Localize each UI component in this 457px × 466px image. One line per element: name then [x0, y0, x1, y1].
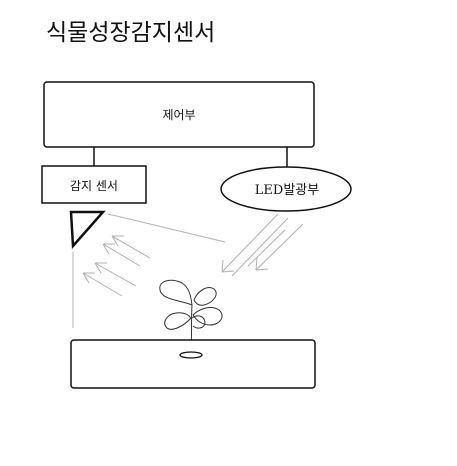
soil-block [70, 339, 316, 389]
led-block: LED발광부 [220, 166, 352, 212]
controller-box [43, 81, 315, 148]
ellipse-hole-icon [179, 351, 203, 359]
sensor-box [41, 165, 147, 204]
diagram-title: 식물성장감지센서 [46, 20, 215, 46]
ray-arrow-4-head-b [82, 272, 90, 284]
led-ellipse [220, 166, 352, 212]
ray-arrow-1-head-b [111, 235, 119, 247]
led-label: LED발광부 [255, 183, 319, 198]
ray-arrow-4 [82, 272, 123, 297]
led-ray-3-head-b [255, 268, 269, 271]
ray-top-line [107, 213, 226, 243]
emitted-light-rays [221, 213, 304, 277]
led-ray-1 [221, 213, 279, 273]
plant-leaf-upper-right [193, 287, 217, 306]
triangle-detector-icon [69, 210, 106, 250]
ray-arrow-2 [102, 243, 141, 267]
led-ray-1-head-a [221, 259, 224, 273]
controller-block: 제어부 [43, 81, 315, 148]
led-ray-2 [231, 217, 289, 277]
led-ray-3 [255, 223, 304, 271]
led-ray-3-head-a [255, 257, 258, 271]
ray-arrow-2-head-b [102, 243, 110, 255]
controller-label: 제어부 [162, 108, 195, 122]
plant-leaf-lower-right [192, 307, 223, 326]
sprout-icon [159, 279, 223, 353]
sensor-label: 감지 센서 [70, 179, 118, 193]
sensor-block: 감지 센서 [41, 165, 147, 204]
ray-arrow-1 [111, 235, 151, 259]
ray-arrow-3 [94, 262, 137, 287]
plant-leaf-upper-left [159, 279, 193, 306]
plant-leaf-middle [191, 315, 206, 329]
plant-leaf-lower-left [164, 312, 192, 330]
ray-arrow-3-head-b [94, 262, 102, 274]
led-ray-4 [247, 229, 286, 267]
soil-box [70, 339, 316, 389]
reflected-light-rays [72, 213, 226, 328]
led-ray-1-head-b [221, 270, 235, 273]
